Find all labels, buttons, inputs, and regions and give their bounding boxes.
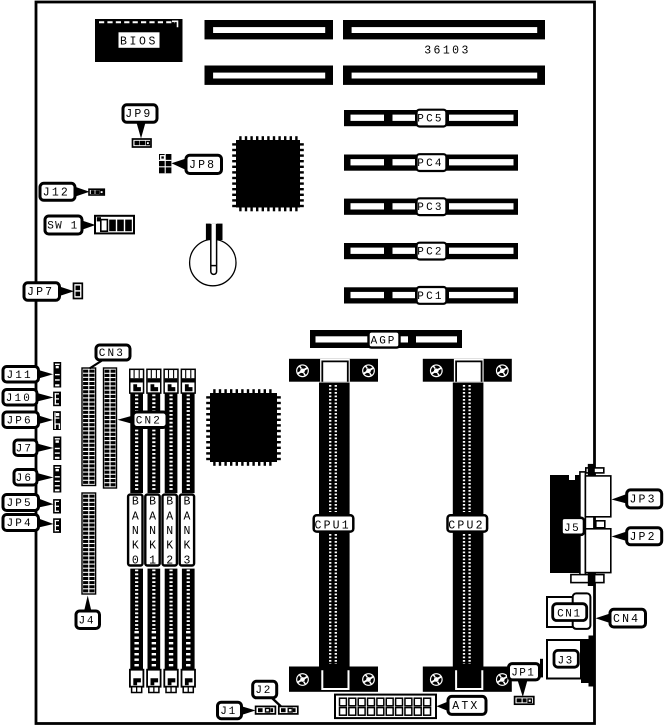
svg-text:JP7: JP7 — [27, 286, 54, 299]
svg-text:J6: J6 — [16, 473, 34, 485]
svg-text:K: K — [166, 540, 173, 553]
svg-text:1: 1 — [149, 554, 156, 567]
svg-text:CN4: CN4 — [613, 613, 640, 626]
svg-text:A: A — [149, 510, 156, 523]
svg-text:J11: J11 — [6, 370, 32, 382]
svg-text:A: A — [183, 510, 190, 523]
svg-text:K: K — [183, 540, 190, 553]
svg-text:JP8: JP8 — [189, 159, 216, 172]
svg-text:CPU2: CPU2 — [448, 520, 484, 533]
svg-text:PC5: PC5 — [417, 114, 443, 126]
svg-text:B: B — [132, 496, 139, 509]
svg-text:36103: 36103 — [424, 45, 471, 58]
svg-text:A: A — [132, 510, 139, 523]
svg-text:J1: J1 — [220, 706, 237, 718]
svg-text:CN3: CN3 — [99, 348, 125, 360]
svg-text:B: B — [166, 496, 173, 509]
svg-text:J5: J5 — [564, 523, 580, 535]
svg-text:JP3: JP3 — [629, 494, 656, 507]
svg-text:CPU1: CPU1 — [314, 520, 350, 533]
svg-text:ATX: ATX — [452, 700, 479, 713]
svg-text:PC1: PC1 — [417, 291, 443, 303]
svg-text:0: 0 — [132, 554, 139, 567]
svg-text:J4: J4 — [78, 615, 95, 627]
svg-text:JP6: JP6 — [6, 415, 32, 427]
svg-text:AGP: AGP — [371, 336, 397, 348]
svg-text:B: B — [183, 496, 190, 509]
svg-text:CN1: CN1 — [557, 609, 582, 621]
svg-text:N: N — [149, 525, 156, 538]
svg-text:JP5: JP5 — [6, 498, 32, 510]
svg-text:N: N — [183, 525, 190, 538]
svg-text:PC4: PC4 — [417, 158, 443, 170]
svg-text:JP4: JP4 — [6, 518, 32, 530]
svg-text:J2: J2 — [255, 685, 272, 697]
svg-text:PC3: PC3 — [417, 202, 443, 214]
svg-text:JP9: JP9 — [125, 108, 152, 121]
svg-text:3: 3 — [183, 554, 190, 567]
svg-text:J7: J7 — [16, 443, 34, 455]
svg-text:CN2: CN2 — [136, 415, 162, 427]
svg-text:A: A — [166, 510, 173, 523]
svg-text:2: 2 — [166, 554, 173, 567]
svg-text:PC2: PC2 — [417, 247, 443, 259]
svg-text:J3: J3 — [557, 655, 573, 667]
svg-text:N: N — [132, 525, 139, 538]
svg-text:N: N — [166, 525, 173, 538]
svg-text:J10: J10 — [6, 393, 32, 405]
svg-text:J12: J12 — [43, 186, 70, 199]
svg-text:K: K — [132, 540, 139, 553]
svg-text:SW 1: SW 1 — [47, 221, 78, 233]
svg-text:BIOS: BIOS — [120, 35, 158, 48]
svg-text:JP2: JP2 — [629, 531, 656, 544]
svg-text:K: K — [149, 540, 156, 553]
svg-text:JP1: JP1 — [511, 667, 535, 679]
svg-text:B: B — [149, 496, 156, 509]
